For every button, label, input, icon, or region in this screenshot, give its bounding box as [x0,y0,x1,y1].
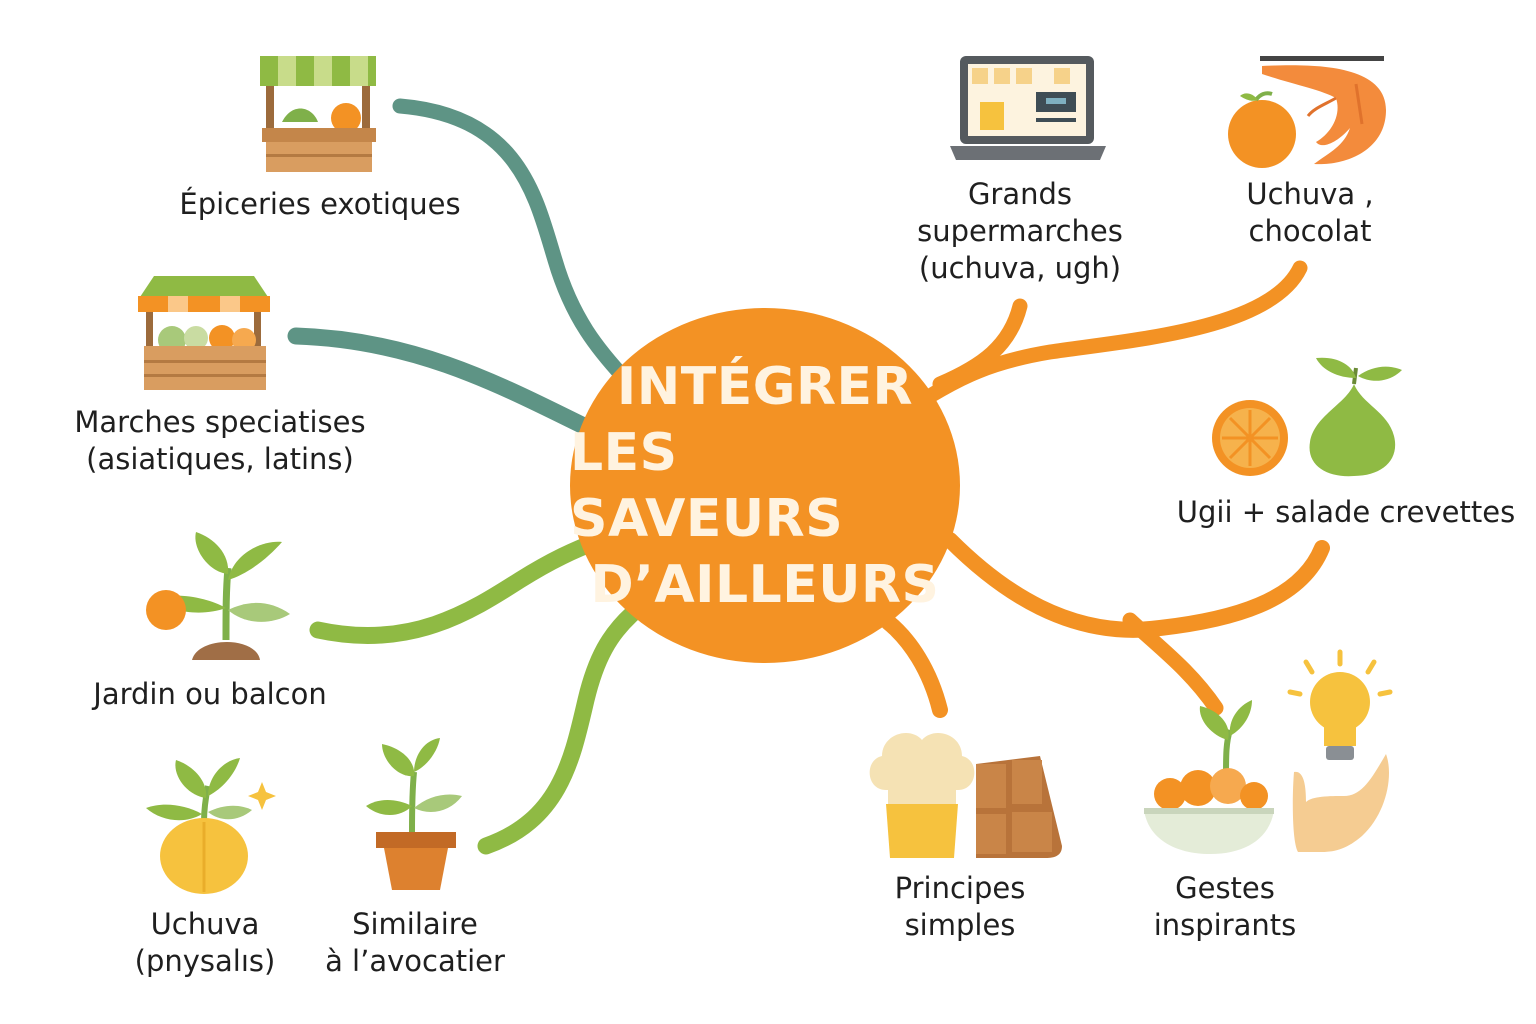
potted-plant-icon [366,738,462,890]
chef-chocolate-icon [869,733,1062,858]
node-jardin: Jardin ou balcon [60,676,360,713]
node-ugli-line-1: Ugii + salade crevettes [1176,495,1516,529]
node-supermarches-line-2: supermarches [917,214,1123,248]
branch-marches [287,327,609,443]
node-principes-line-2: simples [904,908,1016,942]
node-marches-line-2: (asiatiques, latins) [86,442,354,476]
hand-icon [1292,754,1389,852]
branch-jardin [309,531,609,645]
branch-ugli [942,532,1330,638]
node-gestes-line-2: inspirants [1153,908,1297,942]
branch-uchuva-chocolat [922,260,1308,404]
lightbulb-icon [1287,649,1393,760]
seedling-icon [146,532,290,660]
node-marches: Marches speciatises (asiatiques, latins) [40,404,400,478]
sprouting-fruit-icon [146,758,276,894]
central-topic-line-3: D’AILLEURS [590,554,940,615]
node-ugli: Ugii + salade crevettes [1160,494,1532,531]
central-topic: INTÉGRER LES SAVEURS D’AILLEURS [570,308,960,663]
branch-principes [880,614,948,718]
node-epiceries-line-1: Épiceries exotiques [179,187,461,221]
node-uchuva-physalis-line-2: (pnysalıs) [134,944,276,978]
node-gestes: Gestes inspirants [1120,870,1330,944]
bowl-icon [1144,700,1274,854]
node-epiceries: Épiceries exotiques [160,186,480,223]
orange-shrimp-icon [1228,56,1386,168]
branch-avocatier [477,605,641,855]
node-uchuva-chocolat-line-1: Uchuva , [1246,177,1374,211]
central-topic-line-1: INTÉGRER [616,356,914,417]
laptop-icon [950,56,1106,160]
node-avocatier-line-1: Similaire [352,907,478,941]
node-supermarches-line-1: Grands [967,177,1073,211]
branch-gestes [1122,612,1224,716]
node-supermarches-line-3: (uchuva, ugh) [918,251,1122,285]
node-marches-line-1: Marches speciatises [74,405,366,439]
node-avocatier-line-2: à l’avocatier [325,944,505,978]
node-uchuva-chocolat: Uchuva , chocolat [1200,176,1420,250]
node-jardin-line-1: Jardin ou balcon [93,677,327,711]
node-uchuva-chocolat-line-2: chocolat [1248,214,1372,248]
bowl-lightbulb-hand-icon [1144,649,1393,854]
node-uchuva-physalis: Uchuva (pnysalıs) [110,906,300,980]
produce-crate-icon [138,276,270,390]
citrus-pear-icon [1212,357,1402,477]
node-gestes-line-1: Gestes [1175,871,1275,905]
central-topic-line-2: LES SAVEURS [570,422,844,549]
node-uchuva-physalis-line-1: Uchuva [150,907,260,941]
node-supermarches: Grands supermarches (uchuva, ugh) [880,176,1160,287]
market-stall-icon [260,56,376,172]
branch-epiceries [392,98,636,390]
node-principes-line-1: Principes [894,871,1026,905]
node-avocatier: Similaire à l’avocatier [300,906,530,980]
node-principes: Principes simples [860,870,1060,944]
